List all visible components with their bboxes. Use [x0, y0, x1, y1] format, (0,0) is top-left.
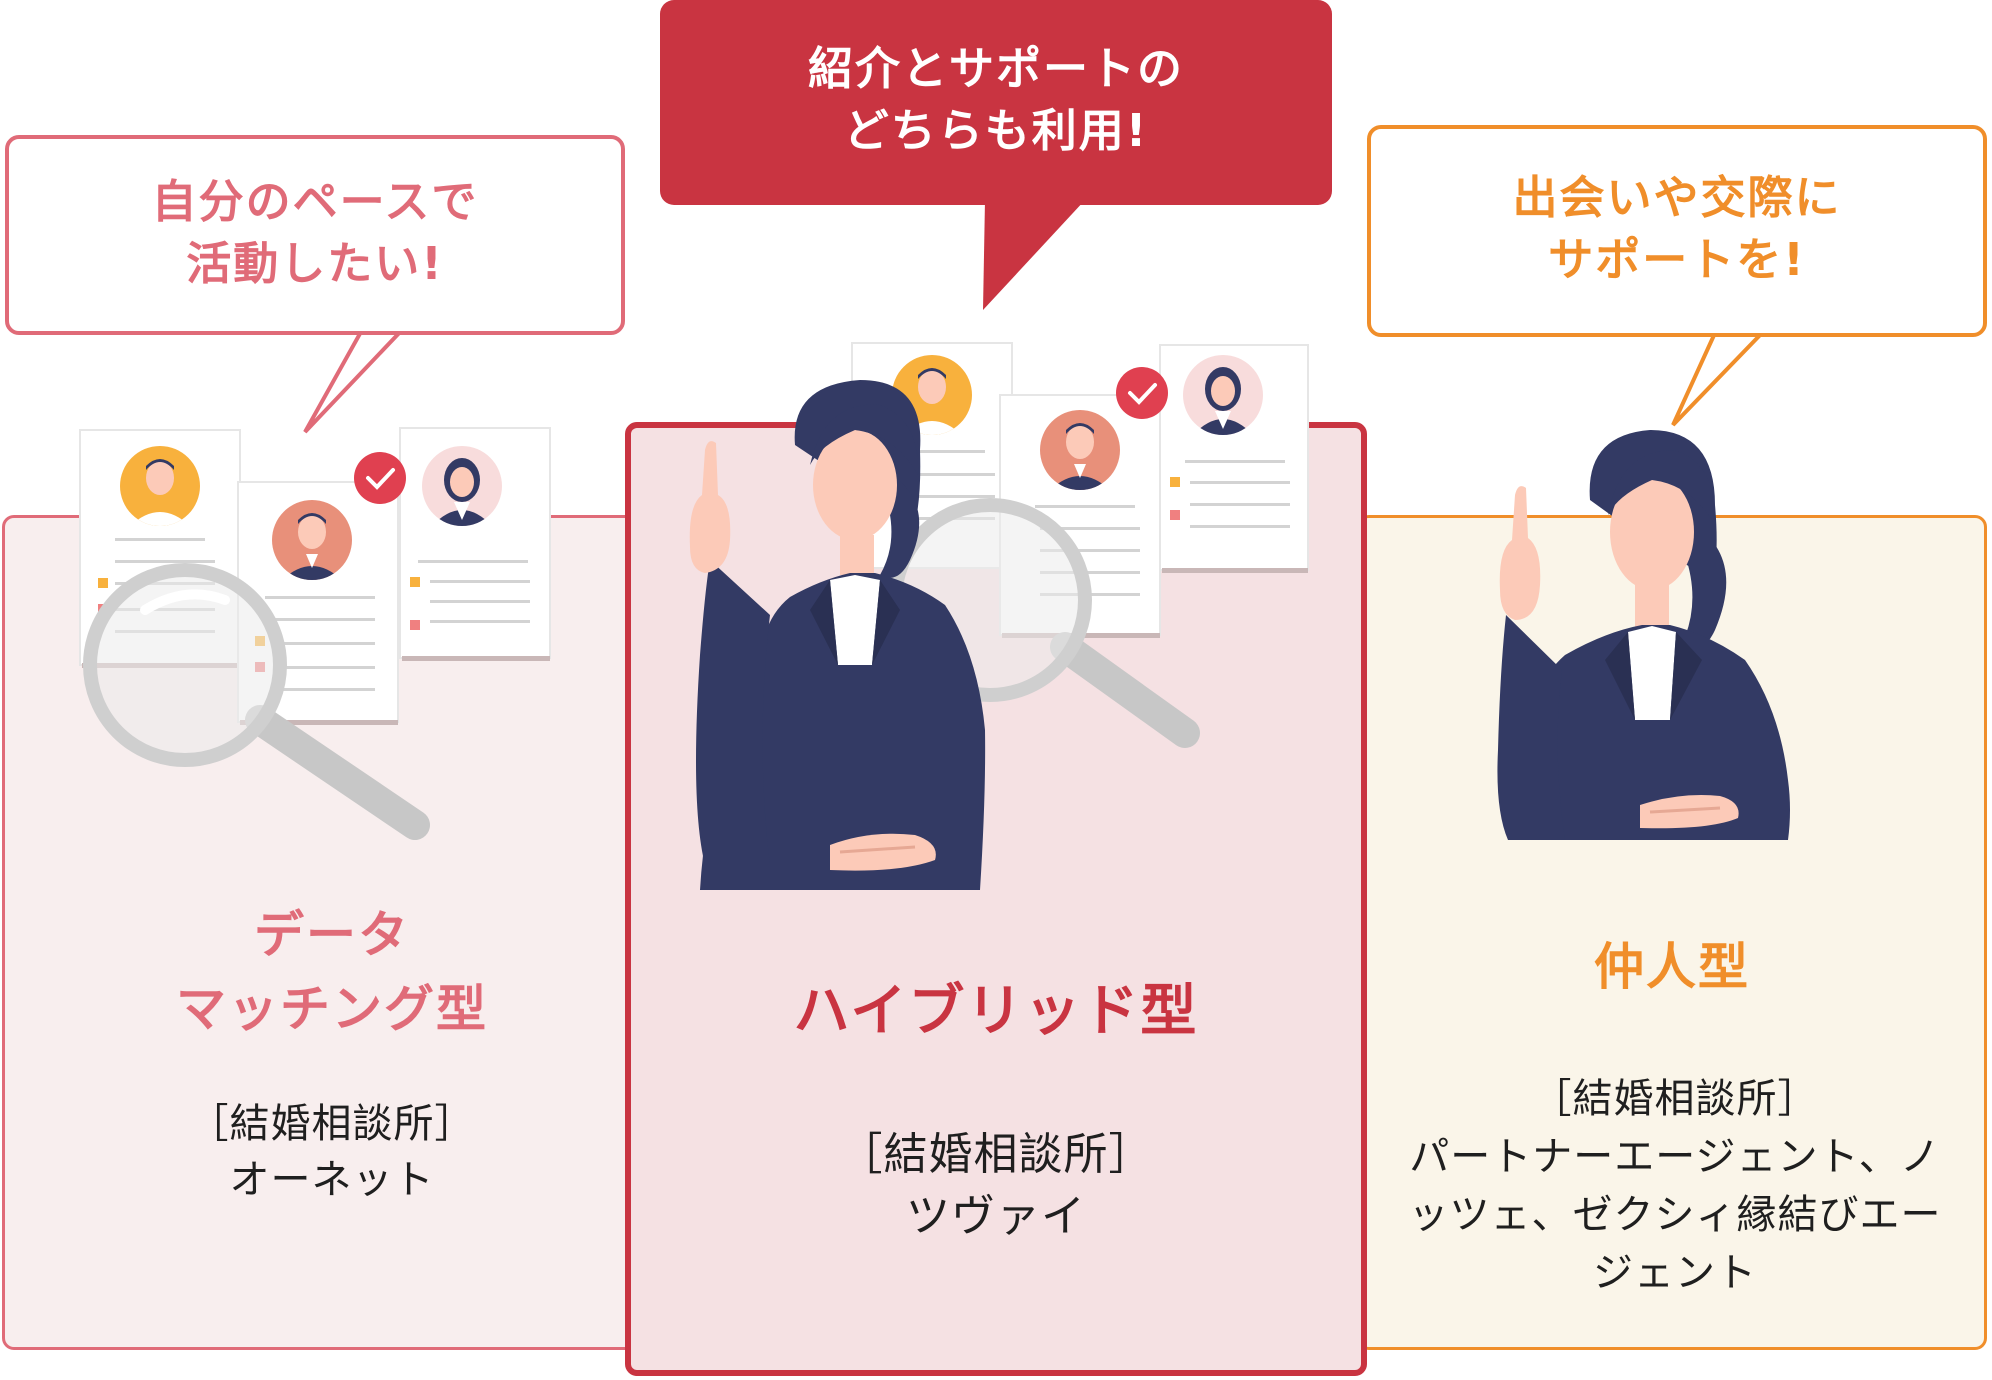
- matchmaker-description: ［結婚相談所］ パートナーエージェント、ノ ッツェ、ゼクシィ縁結びエー ジェント: [1380, 1070, 1970, 1302]
- center-bubble-tail: [983, 200, 1085, 310]
- matchmaker-agency-line-3: ジェント: [1593, 1250, 1757, 1296]
- check-badge-icon: [354, 452, 406, 504]
- matchmaker-title-line-1: 仲人型: [1594, 938, 1750, 996]
- center-illustration: [689, 342, 1309, 890]
- check-badge-icon: [1116, 367, 1168, 419]
- data-matching-title: データ マッチング型: [2, 898, 662, 1046]
- profile-card-icon: [399, 427, 551, 661]
- center-bubble-line-2: どちらも利用!: [843, 104, 1149, 157]
- right-speech-bubble: 出会いや交際に サポートを!: [1367, 125, 1987, 337]
- data-matching-category: ［結婚相談所］: [188, 1101, 476, 1147]
- left-illustration: [79, 427, 551, 840]
- data-matching-agency: オーネット: [229, 1157, 435, 1203]
- matchmaker-category: ［結婚相談所］: [1531, 1076, 1819, 1122]
- matchmaker-agency-line-2: ッツェ、ゼクシィ縁結びエー: [1408, 1192, 1942, 1238]
- data-matching-description: ［結婚相談所］ オーネット: [2, 1096, 662, 1208]
- right-bubble-line-2: サポートを!: [1548, 233, 1806, 286]
- right-bubble-line-1: 出会いや交際に: [1512, 171, 1842, 224]
- center-speech-bubble: 紹介とサポートの どちらも利用!: [660, 0, 1332, 205]
- data-matching-title-line-1: データ: [254, 906, 410, 964]
- left-bubble-tail: [303, 328, 407, 434]
- hybrid-description: ［結婚相談所］ ツヴァイ: [625, 1124, 1367, 1248]
- profile-card-icon: [1159, 344, 1309, 573]
- left-bubble-line-1: 自分のペースで: [151, 175, 479, 228]
- hybrid-agency: ツヴァイ: [906, 1191, 1086, 1242]
- right-bubble-tail: [1671, 331, 1767, 427]
- hybrid-title-line-1: ハイブリッド型: [793, 979, 1199, 1044]
- woman-pointing-illustration: [1497, 430, 1790, 840]
- magnifier-icon: [83, 563, 430, 840]
- left-bubble-line-2: 活動したい!: [186, 237, 444, 290]
- woman-pointing-illustration: [689, 380, 986, 890]
- data-matching-title-line-2: マッチング型: [176, 980, 488, 1038]
- right-illustration: [1497, 430, 1790, 840]
- matchmaker-title: 仲人型: [1357, 930, 1987, 1004]
- matchmaker-agency-line-1: パートナーエージェント、ノ: [1409, 1134, 1941, 1180]
- left-speech-bubble: 自分のペースで 活動したい!: [5, 135, 625, 335]
- hybrid-category: ［結婚相談所］: [838, 1129, 1154, 1180]
- center-bubble-line-1: 紹介とサポートの: [807, 42, 1184, 95]
- hybrid-title: ハイブリッド型: [625, 975, 1367, 1049]
